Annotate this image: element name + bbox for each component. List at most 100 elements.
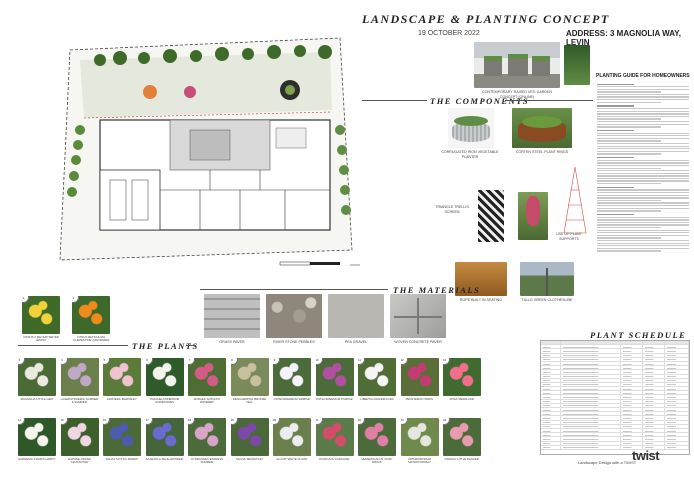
plant-photo: 4 xyxy=(60,358,99,396)
component-photo-corten xyxy=(512,108,572,148)
component-caption-corrugated: CORRUGATED IRON VEGETABLE PLANTER xyxy=(441,150,499,159)
plant-label: LAVATERA 'BARNSLEY' xyxy=(106,396,138,401)
plant-label: GARDENIA 'KLEIM'S HARDY' xyxy=(18,456,56,461)
site-plan-drawing xyxy=(59,37,370,266)
plant-photo: 23 xyxy=(400,418,439,456)
plant-label: TRACHELOSPERMUM JASMINOIDES xyxy=(149,396,180,404)
plant-photo: 11 xyxy=(358,358,396,396)
plant-number-badge: 13 xyxy=(443,358,450,365)
schedule-row xyxy=(541,378,689,383)
plant-number-badge: 3 xyxy=(18,358,25,365)
material-caption-woven-paver: WOVEN CONCRETE PAVER xyxy=(394,340,442,344)
plant-photo: 20 xyxy=(273,418,311,456)
plant-photo: 8 xyxy=(230,358,269,396)
plant-number-badge: 18 xyxy=(188,418,195,425)
plant-photo: 17 xyxy=(145,418,184,456)
plant-label: LIBERTIA GRANDIFLORA xyxy=(360,396,394,401)
schedule-row xyxy=(541,374,689,379)
plant-label: HEMEROCALLIS 'FAIRY WINGS' xyxy=(361,456,393,464)
plant-label: DAPHNE ODORA 'LEUCANTHE' xyxy=(68,456,91,464)
plant-number-badge: 19 xyxy=(230,418,238,425)
plant-number-badge: 4 xyxy=(60,358,68,365)
plant-photo: 12 xyxy=(400,358,439,396)
schedule-row xyxy=(541,391,689,396)
plant-label: PENSTEMON 'PARIS' xyxy=(405,396,434,401)
schedule-row xyxy=(541,437,689,442)
schedule-row xyxy=(541,361,689,367)
schedule-row xyxy=(541,349,689,354)
schedule-row xyxy=(541,408,689,413)
material-caption-pea-gravel: PEA GRAVEL xyxy=(344,340,368,344)
component-photo-side xyxy=(564,45,590,85)
schedule-row xyxy=(541,399,689,404)
plant-number-badge: 6 xyxy=(145,358,153,365)
plant-photo: 2 xyxy=(72,296,110,334)
twist-logo: twist xyxy=(632,448,660,463)
plant-photo: 18 xyxy=(188,418,226,456)
page-date: 19 OCTOBER 2022 xyxy=(418,30,480,37)
plant-label: DIANTHUS 'CAROLINE' xyxy=(319,456,350,461)
plant-number-badge: 24 xyxy=(443,418,450,425)
plant-label: CITRUS X MEYERI 'MEYER LEMON' xyxy=(23,334,59,342)
plant-number-badge: 20 xyxy=(273,418,280,425)
site-plan xyxy=(40,20,370,280)
plant-label: SALVIA 'SENSATION' xyxy=(235,456,264,461)
plant-photo: 22 xyxy=(358,418,396,456)
plant-number-badge: 22 xyxy=(358,418,365,425)
plant-photo: 13 xyxy=(443,358,481,396)
material-caption-grass-paver: GRASS PAVER xyxy=(219,340,245,344)
plant-number-badge: 11 xyxy=(358,358,365,365)
plants-divider-left xyxy=(18,345,128,346)
schedule-row xyxy=(541,357,689,362)
component-caption-trellis: TRIANGLE TRELLIS SCREEN xyxy=(435,205,469,214)
schedule-row xyxy=(541,420,689,425)
schedule-row xyxy=(541,416,689,421)
plant-label: SCAEVOLA 'BLUE WONDER' xyxy=(145,456,184,461)
components-title: THE COMPONENTS xyxy=(430,96,530,106)
schedule-row xyxy=(541,382,689,388)
plant-photo: 24 xyxy=(443,418,481,456)
schedule-row xyxy=(541,341,689,346)
component-photo-corrugated xyxy=(448,108,494,148)
plant-photo: 1 xyxy=(22,296,60,334)
brand-tagline: Landscape Design with a TWIST xyxy=(578,460,637,465)
plant-label: OSTEOSPERMUM 'PURPLE' xyxy=(315,396,354,401)
plant-photo: 10 xyxy=(315,358,354,396)
plant-number-badge: 1 xyxy=(22,296,29,303)
schedule-row xyxy=(541,345,689,350)
component-photo-plant-supports xyxy=(518,192,548,240)
plant-label: SALVIA 'MYSTIC SPIRES' xyxy=(105,456,139,461)
plant-photo: 5 xyxy=(103,358,141,396)
components-divider-right xyxy=(505,100,593,101)
plant-schedule-table xyxy=(540,340,690,455)
component-caption-clothesline: TULLE GREEN CLOTHESLINE xyxy=(521,298,573,302)
plant-number-badge: 23 xyxy=(400,418,408,425)
plant-photo: 7 xyxy=(188,358,226,396)
components-divider-left xyxy=(362,100,427,101)
plant-label: SPIRAEA 'ANTHONY WATERER' xyxy=(193,396,221,404)
plant-number-badge: 16 xyxy=(103,418,110,425)
component-photo-raised-veg xyxy=(474,42,560,88)
schedule-row xyxy=(541,370,689,375)
plant-number-badge: 15 xyxy=(60,418,68,425)
schedule-row xyxy=(541,387,689,392)
schedule-row xyxy=(541,395,689,400)
page-address: ADDRESS: 3 MAGNOLIA WAY, LEVIN xyxy=(566,29,681,47)
plant-label: ROSA 'MEIDILAND' xyxy=(449,396,475,401)
plant-label: HYDRANGEA 'ENDLESS SUMMER' xyxy=(191,456,223,464)
plant-photo: 3 xyxy=(18,358,56,396)
